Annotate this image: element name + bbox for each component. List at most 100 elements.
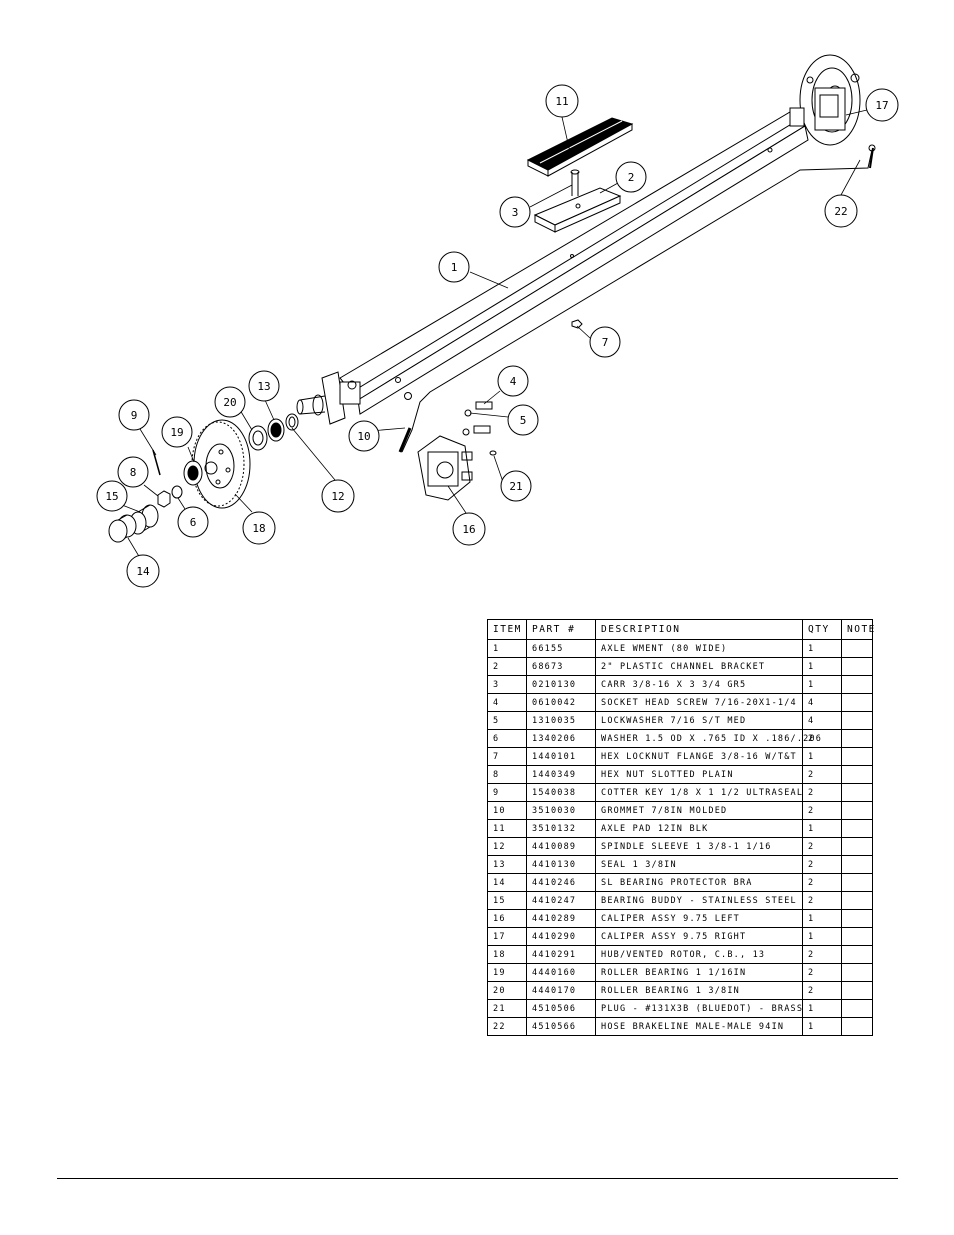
cell-description: HEX NUT SLOTTED PLAIN bbox=[595, 765, 803, 784]
svg-text:13: 13 bbox=[257, 380, 270, 393]
cotter-key bbox=[152, 449, 161, 476]
cell-item: 4 bbox=[487, 693, 527, 712]
cell-note bbox=[841, 783, 873, 802]
balloon-16: 16 bbox=[452, 512, 486, 546]
cell-description: WASHER 1.5 OD X .765 ID X .186/.206 bbox=[595, 729, 821, 748]
cell-part-number: 1340206 bbox=[526, 729, 596, 748]
cell-item: 2 bbox=[487, 657, 527, 676]
brake-line bbox=[401, 149, 873, 453]
cell-item: 7 bbox=[487, 747, 527, 766]
svg-text:14: 14 bbox=[136, 565, 150, 578]
balloon-12: 12 bbox=[321, 479, 355, 513]
cell-item: 5 bbox=[487, 711, 527, 730]
channel-bracket bbox=[533, 187, 622, 233]
cell-description: SPINDLE SLEEVE 1 3/8-1 1/16 bbox=[595, 837, 803, 856]
cell-item: 20 bbox=[487, 981, 527, 1000]
cell-qty: 4 bbox=[802, 693, 842, 712]
cell-note bbox=[841, 855, 873, 874]
balloon-7: 7 bbox=[589, 326, 621, 358]
balloon-15: 15 bbox=[96, 480, 128, 512]
balloon-3: 3 bbox=[499, 196, 531, 228]
leader-lines bbox=[121, 109, 868, 559]
cell-qty: 1 bbox=[802, 927, 842, 946]
cell-description: LOCKWASHER 7/16 S/T MED bbox=[595, 711, 803, 730]
cell-description: HUB/VENTED ROTOR, C.B., 13 bbox=[595, 945, 803, 964]
exploded-axle-diagram: 11 2 3 1 7 4 5 21 16 10 12 13 20 19 18 9… bbox=[96, 54, 899, 588]
svg-text:5: 5 bbox=[520, 414, 527, 427]
cell-part-number: 1440349 bbox=[526, 765, 596, 784]
balloon-4: 4 bbox=[497, 365, 529, 397]
cell-part-number: 4410246 bbox=[526, 873, 596, 892]
cell-qty: 2 bbox=[802, 873, 842, 892]
svg-text:15: 15 bbox=[105, 490, 118, 503]
cell-part-number: 4510566 bbox=[526, 1017, 596, 1036]
cell-description: AXLE PAD 12IN BLK bbox=[595, 819, 803, 838]
cell-qty: 1 bbox=[802, 999, 842, 1018]
cell-description: CALIPER ASSY 9.75 LEFT bbox=[595, 909, 803, 928]
cell-item: 17 bbox=[487, 927, 527, 946]
left-caliper bbox=[417, 435, 473, 501]
cell-description: 2" PLASTIC CHANNEL BRACKET bbox=[595, 657, 803, 676]
cell-description: HOSE BRAKELINE MALE-MALE 94IN bbox=[595, 1017, 803, 1036]
socket-head-screws bbox=[462, 401, 493, 436]
cell-part-number: 0610042 bbox=[526, 693, 596, 712]
slotted-nut bbox=[157, 490, 171, 508]
svg-text:16: 16 bbox=[462, 523, 475, 536]
cell-qty: 1 bbox=[802, 639, 842, 658]
cell-part-number: 66155 bbox=[526, 639, 596, 658]
hub-rotor bbox=[191, 419, 251, 509]
cell-qty: 2 bbox=[802, 855, 842, 874]
balloon-20: 20 bbox=[214, 386, 246, 418]
cell-item: 10 bbox=[487, 801, 527, 820]
cell-note bbox=[841, 909, 873, 928]
cell-note bbox=[841, 1017, 873, 1036]
cell-description: AXLE WMENT (80 WIDE) bbox=[595, 639, 803, 658]
cell-part-number: 3510132 bbox=[526, 819, 596, 838]
header-item: ITEM bbox=[487, 619, 527, 640]
cell-description: COTTER KEY 1/8 X 1 1/2 ULTRASEAL bbox=[595, 783, 803, 802]
svg-text:8: 8 bbox=[130, 466, 137, 479]
cell-description: GROMMET 7/8IN MOLDED bbox=[595, 801, 803, 820]
header-note: NOTE bbox=[841, 619, 874, 640]
cell-item: 1 bbox=[487, 639, 527, 658]
cell-item: 19 bbox=[487, 963, 527, 982]
cell-qty: 2 bbox=[802, 729, 842, 748]
cell-item: 15 bbox=[487, 891, 527, 910]
svg-text:7: 7 bbox=[602, 336, 609, 349]
bearing-protector bbox=[108, 514, 137, 543]
cell-note bbox=[841, 819, 873, 838]
svg-text:6: 6 bbox=[190, 516, 197, 529]
cell-part-number: 4410289 bbox=[526, 909, 596, 928]
cell-qty: 1 bbox=[802, 657, 842, 676]
cell-part-number: 4440170 bbox=[526, 981, 596, 1000]
cell-item: 16 bbox=[487, 909, 527, 928]
cell-description: ROLLER BEARING 1 3/8IN bbox=[595, 981, 803, 1000]
cell-item: 9 bbox=[487, 783, 527, 802]
roller-bearing-outer bbox=[248, 425, 268, 451]
cell-qty: 2 bbox=[802, 783, 842, 802]
cell-part-number: 4410130 bbox=[526, 855, 596, 874]
balloon-22: 22 bbox=[824, 194, 858, 228]
cell-qty: 2 bbox=[802, 801, 842, 820]
cell-description: CARR 3/8-16 X 3 3/4 GR5 bbox=[595, 675, 803, 694]
cell-part-number: 0210130 bbox=[526, 675, 596, 694]
cell-note bbox=[841, 711, 873, 730]
svg-text:22: 22 bbox=[834, 205, 847, 218]
cell-note bbox=[841, 801, 873, 820]
